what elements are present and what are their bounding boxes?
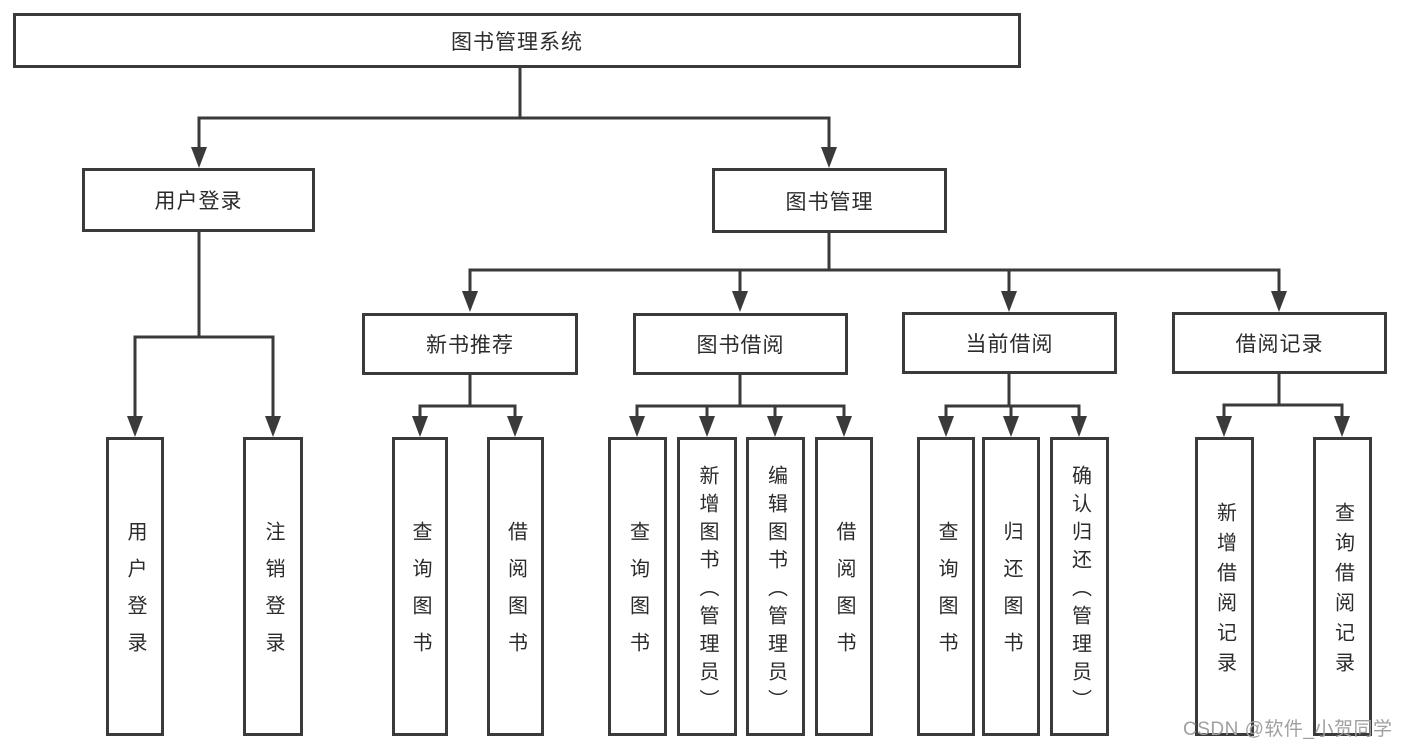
- leaf-add-borrow-record: 新增借阅记录: [1195, 437, 1254, 736]
- node-label: 查询图书: [935, 521, 957, 669]
- node-label: 新增图书（管理员）: [696, 464, 718, 717]
- node-label: 确认归还（管理员）: [1068, 464, 1091, 717]
- node-current-borrow: 当前借阅: [902, 312, 1117, 374]
- node-label: 用户登录: [124, 521, 146, 669]
- leaf-confirm-return-admin: 确认归还（管理员）: [1050, 437, 1109, 736]
- leaf-edit-book-admin: 编辑图书（管理员）: [746, 437, 805, 736]
- node-borrow-records: 借阅记录: [1172, 312, 1387, 374]
- node-label: 新增借阅记录: [1213, 501, 1236, 682]
- node-label: 查询图书: [409, 521, 431, 669]
- node-label: 借阅图书: [833, 521, 855, 669]
- leaf-logout: 注销登录: [243, 437, 303, 736]
- node-book-management: 图书管理: [712, 168, 947, 233]
- leaf-query-books-recommend: 查询图书: [392, 437, 448, 736]
- node-root: 图书管理系统: [13, 13, 1021, 68]
- node-label: 注销登录: [262, 521, 284, 669]
- watermark: CSDN @软件_小贺同学: [1183, 719, 1393, 740]
- leaf-add-book-admin: 新增图书（管理员）: [677, 437, 737, 736]
- leaf-query-borrow-record: 查询借阅记录: [1313, 437, 1372, 736]
- node-label: 编辑图书（管理员）: [764, 464, 787, 717]
- leaf-user-login: 用户登录: [106, 437, 164, 736]
- leaf-query-books-borrow: 查询图书: [608, 437, 667, 736]
- node-new-book-recommend: 新书推荐: [362, 313, 578, 375]
- node-label: 查询借阅记录: [1331, 501, 1354, 682]
- leaf-borrow-books-recommend: 借阅图书: [487, 437, 544, 736]
- leaf-query-books-current: 查询图书: [917, 437, 975, 736]
- leaf-return-book: 归还图书: [982, 437, 1040, 736]
- node-label: 归还图书: [1000, 521, 1022, 669]
- leaf-borrow-books: 借阅图书: [815, 437, 873, 736]
- node-book-borrow: 图书借阅: [633, 313, 848, 375]
- node-user-login: 用户登录: [82, 168, 315, 232]
- node-label: 借阅图书: [504, 521, 527, 669]
- node-label: 查询图书: [626, 521, 649, 669]
